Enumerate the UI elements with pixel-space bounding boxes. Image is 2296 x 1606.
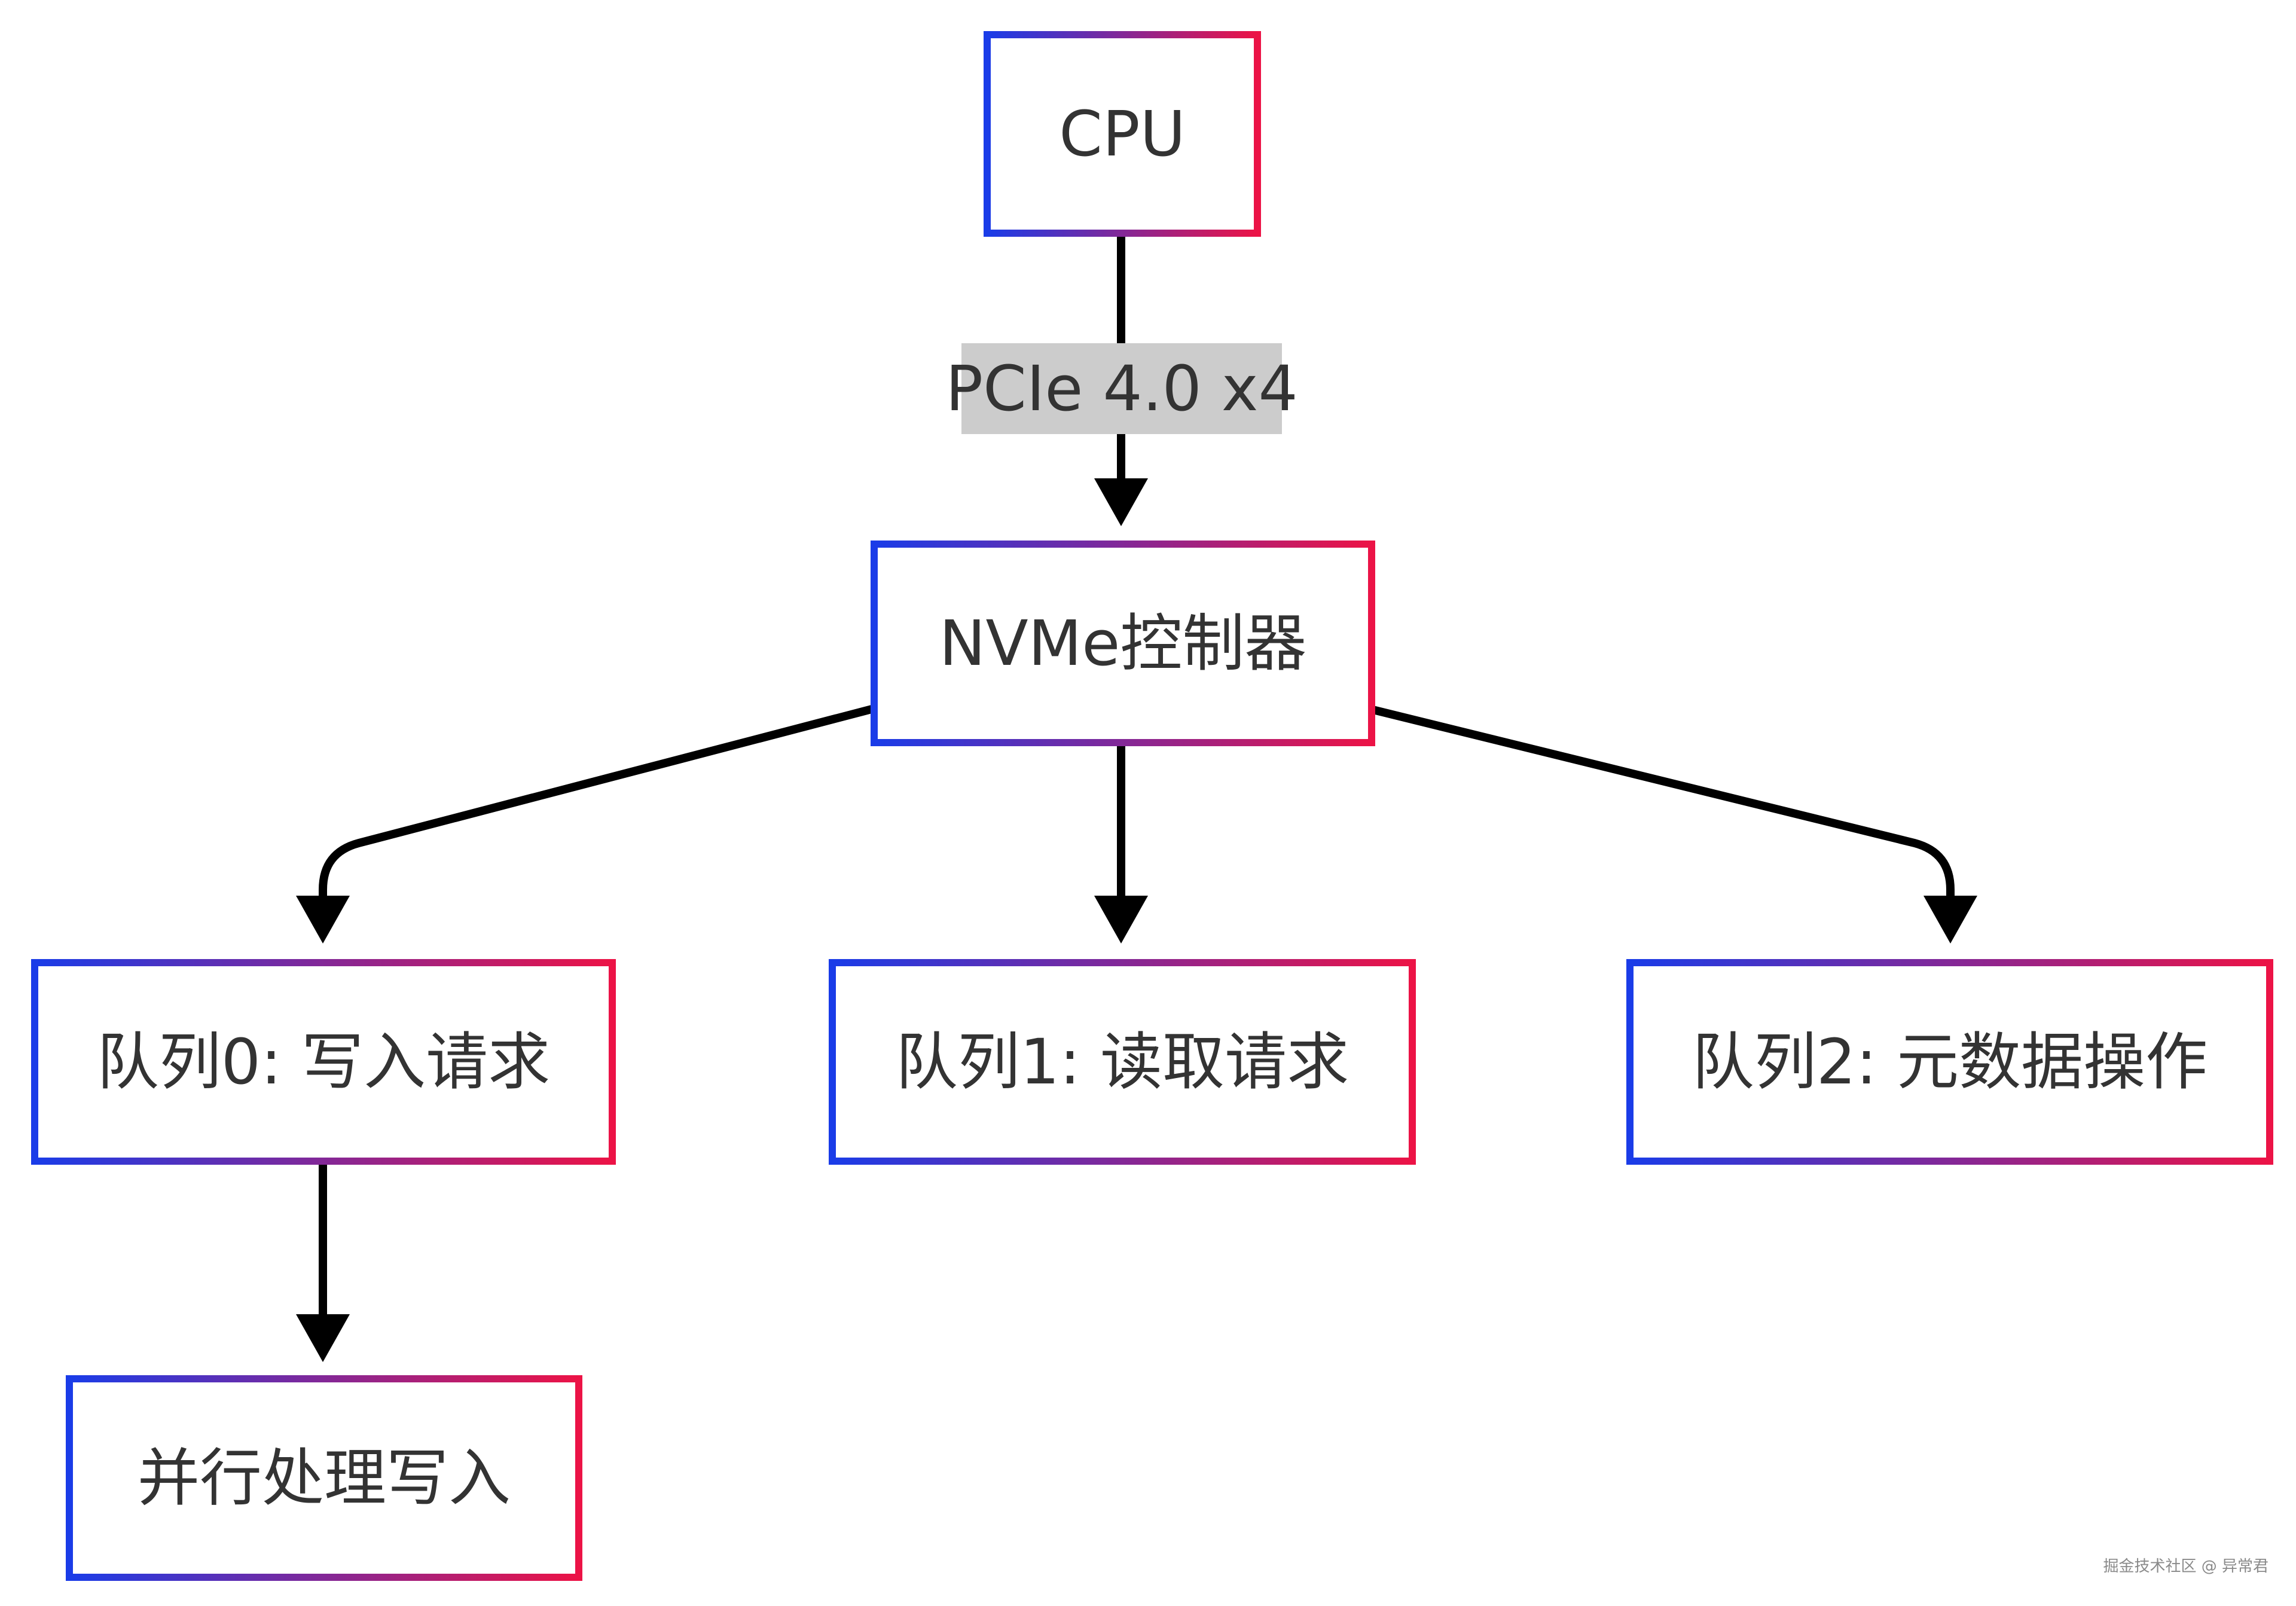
edge-nvme-to-queue2 [1369, 705, 1955, 903]
arrowhead-queue2 [1923, 896, 1977, 944]
watermark: 掘金技术社区 @ 异常君 [2103, 1558, 2268, 1576]
node-parallel-box [66, 1375, 582, 1581]
arrowhead-nvme [1094, 478, 1148, 526]
node-queue1-label: 队列1: 读取请求 [896, 1025, 1349, 1098]
node-nvme-controller: NVMe控制器 [871, 541, 1375, 746]
node-cpu-box [984, 31, 1261, 237]
node-queue2: 队列2: 元数据操作 [1626, 959, 2273, 1165]
edge-nvme-to-queue0 [319, 705, 873, 903]
node-queue1: 队列1: 读取请求 [829, 959, 1416, 1165]
node-queue0-box [31, 959, 616, 1165]
node-queue2-label: 队列2: 元数据操作 [1692, 1025, 2208, 1098]
node-queue1-box [829, 959, 1416, 1165]
edge-label-text: PCIe 4.0 x4 [945, 352, 1297, 425]
node-cpu-label: CPU [1059, 97, 1185, 170]
node-queue0: 队列0: 写入请求 [31, 959, 616, 1165]
node-nvme-box [871, 541, 1375, 746]
node-parallel-write: 并行处理写入 [66, 1375, 582, 1581]
node-cpu: CPU [984, 31, 1261, 237]
edge-label-pcie: PCIe 4.0 x4 [945, 343, 1298, 434]
arrowhead-parallel [296, 1314, 350, 1362]
node-nvme-label: NVMe控制器 [939, 607, 1307, 680]
node-parallel-label: 并行处理写入 [138, 1442, 511, 1515]
node-queue0-label: 队列0: 写入请求 [97, 1025, 550, 1098]
arrowhead-queue0 [296, 896, 350, 944]
edges [296, 233, 1977, 1362]
node-queue2-box [1626, 959, 2273, 1165]
edge-label-background [961, 343, 1282, 434]
arrowhead-queue1 [1094, 896, 1148, 944]
